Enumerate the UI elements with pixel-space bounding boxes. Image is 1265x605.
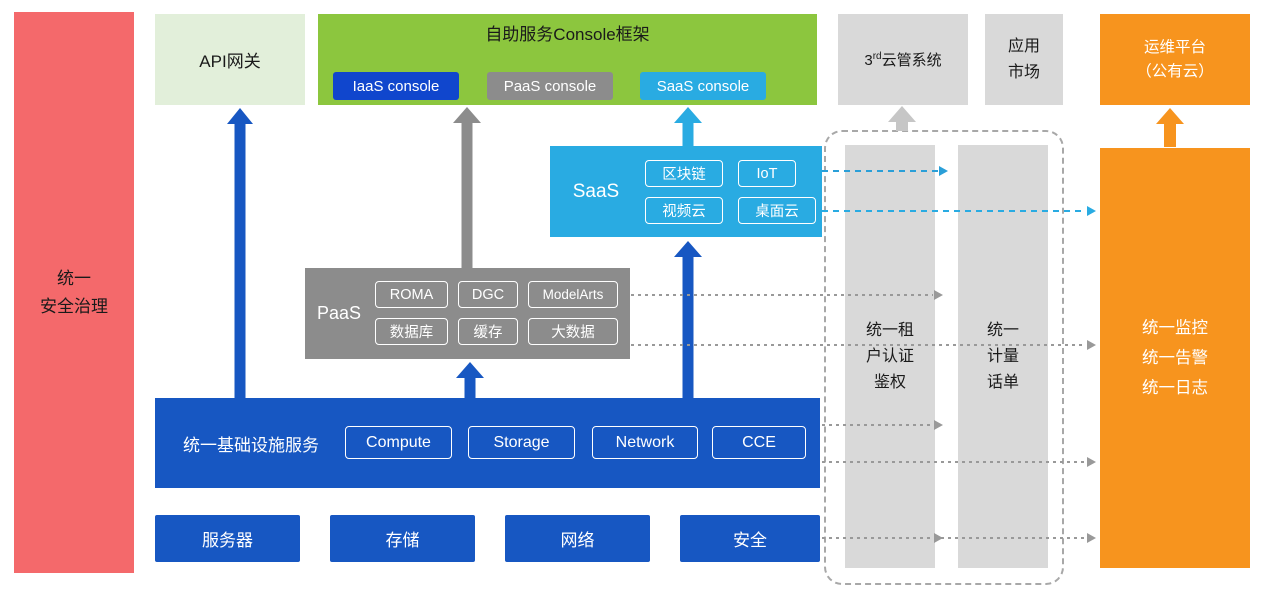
infra-box-security: 安全 [680, 515, 820, 562]
iaas-console-chip: IaaS console [333, 72, 459, 100]
saas-item-videocloud: 视频云 [645, 197, 723, 224]
infra-box-server: 服务器 [155, 515, 300, 562]
iaas-layer-box: 统一基础设施服务 Compute Storage Network CCE [155, 398, 820, 488]
paas-box: PaaS ROMA DGC ModelArts 数据库 缓存 大数据 [305, 268, 630, 359]
paas-item-modelarts: ModelArts [528, 281, 618, 308]
arrow-paas-to-console [453, 107, 481, 268]
cms-sup: rd [872, 51, 882, 62]
cms-prefix: 3 [864, 52, 873, 69]
console-frame-title: 自助服务Console框架 [485, 24, 650, 44]
iaas-item-storage: Storage [468, 426, 575, 459]
saas-item-blockchain: 区块链 [645, 160, 723, 187]
saas-console-chip: SaaS console [640, 72, 766, 100]
dash-infra-to-monitor-head [1087, 533, 1096, 543]
dashed-group-border [824, 130, 1064, 585]
arrow-iaas-to-saas [674, 241, 702, 398]
dash-paas-to-monitor-head [1087, 340, 1096, 350]
infra-box-storage: 存储 [330, 515, 475, 562]
paas-item-dgc: DGC [458, 281, 518, 308]
saas-box: SaaS 区块链 IoT 视频云 桌面云 [550, 146, 822, 237]
paas-console-chip: PaaS console [487, 72, 613, 100]
infra-box-network: 网络 [505, 515, 650, 562]
third-party-cms-box: 3rd云管系统 [838, 14, 968, 105]
iaas-layer-label: 统一基础设施服务 [183, 435, 319, 455]
cms-label: 3rd云管系统 [864, 49, 941, 70]
arrow-iaas-to-paas [456, 362, 484, 398]
cms-rest: 云管系统 [881, 52, 942, 69]
auth-bar: 统一租 户认证 鉴权 [845, 145, 935, 568]
ops-platform-box: 运维平台 （公有云） [1100, 14, 1250, 105]
saas-label: SaaS [572, 180, 620, 202]
arrow-group-to-cms [888, 106, 916, 131]
iaas-item-network: Network [592, 426, 698, 459]
paas-item-bigdata: 大数据 [528, 318, 618, 345]
app-market-box: 应用 市场 [985, 14, 1063, 105]
paas-item-roma: ROMA [375, 281, 448, 308]
iaas-item-compute: Compute [345, 426, 452, 459]
arrow-iaas-to-api-gateway [227, 108, 253, 398]
arrow-saas-to-console [674, 107, 702, 146]
metering-bar: 统一 计量 话单 [958, 145, 1048, 568]
paas-item-database: 数据库 [375, 318, 448, 345]
arrow-monitor-to-ops [1156, 108, 1184, 147]
dash-saas-to-monitor-head [1087, 206, 1096, 216]
paas-label: PaaS [316, 303, 362, 323]
monitor-bar: 统一监控 统一告警 统一日志 [1100, 148, 1250, 568]
iaas-item-cce: CCE [712, 426, 806, 459]
paas-item-cache: 缓存 [458, 318, 518, 345]
console-frame-box: 自助服务Console框架 IaaS console PaaS console … [318, 14, 817, 105]
saas-item-iot: IoT [738, 160, 796, 187]
security-governance-bar: 统一 安全治理 [14, 12, 134, 573]
saas-item-desktopcloud: 桌面云 [738, 197, 816, 224]
api-gateway-box: API网关 [155, 14, 305, 105]
dash-iaas-to-monitor-head [1087, 457, 1096, 467]
